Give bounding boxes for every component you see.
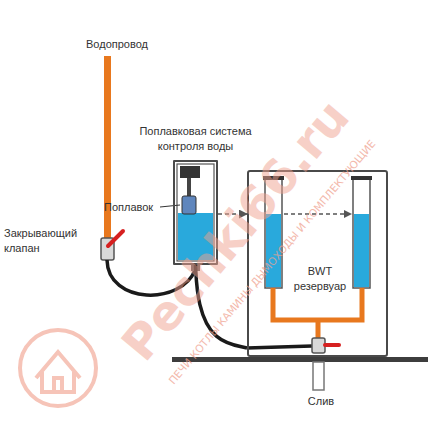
drain-pipe	[313, 362, 324, 390]
tube-water	[354, 214, 369, 287]
floor-beam	[172, 357, 428, 362]
leader-line	[160, 205, 180, 207]
valve-label: Закрывающий клапан	[4, 226, 88, 256]
float-label: Поплавок	[104, 200, 160, 215]
valve-handle	[108, 231, 123, 246]
float	[182, 196, 196, 214]
hose-inner	[247, 346, 312, 348]
reservoir-pipes	[273, 288, 362, 340]
level-tube	[353, 178, 370, 288]
logo-house	[36, 352, 80, 392]
node-label: BWT резервуар	[290, 264, 350, 294]
drain-valve	[312, 338, 325, 353]
watermark-logo	[20, 330, 96, 406]
level-arrowhead	[344, 210, 352, 218]
logo-ring	[20, 330, 96, 406]
float-valve-head	[180, 166, 200, 178]
node-heading: Поплавковая система контроля воды	[121, 124, 271, 154]
float-rod	[187, 178, 191, 196]
pipe-label: Водопровод	[86, 37, 176, 52]
drain-valve-handle	[325, 343, 339, 347]
tube-cap	[351, 176, 372, 180]
logo-door	[54, 378, 62, 392]
drain-label: Слив	[296, 394, 346, 409]
